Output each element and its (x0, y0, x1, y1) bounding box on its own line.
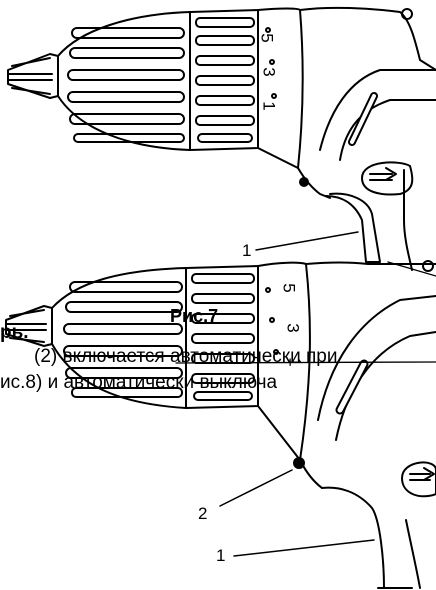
callout-2-bottom: 2 (198, 504, 208, 523)
callout-1-bottom: 1 (216, 546, 226, 565)
section-heading-fragment: рь. (0, 322, 29, 343)
text-line-2: ис.8) и автоматически выключа (0, 372, 278, 393)
scale-1-top: 1 (259, 101, 279, 111)
drill-bottom-illustration (5, 260, 436, 589)
figure-caption: Рис.7 (170, 306, 219, 326)
scale-5-bottom: 5 (279, 283, 299, 293)
drill-top-illustration (7, 6, 436, 271)
scale-5-top: 5 (257, 33, 277, 43)
scale-3-bottom: 3 (283, 323, 303, 333)
text-line-1: (2) включается автоматически при (34, 346, 338, 367)
scale-1-bottom: 1 (285, 357, 305, 367)
scale-3-top: 3 (259, 67, 279, 77)
callout-1-top: 1 (242, 241, 252, 260)
